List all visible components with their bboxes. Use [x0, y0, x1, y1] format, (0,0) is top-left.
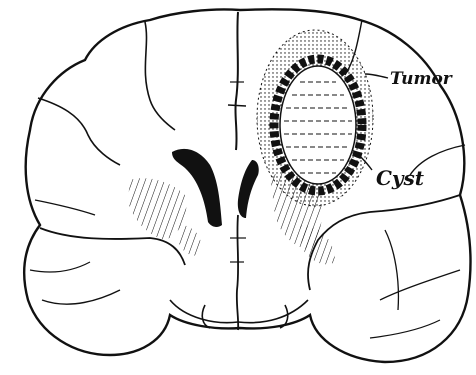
temporal-left-2 — [30, 262, 90, 272]
ventricle-right — [238, 160, 259, 218]
tumor-rim-inner — [280, 66, 356, 184]
longitudinal-fissure — [235, 12, 238, 150]
sulcus-left-mid — [38, 98, 120, 165]
midline-lower — [237, 215, 238, 330]
right-fold — [385, 230, 398, 310]
temporal-right — [380, 270, 460, 300]
temporal-right-2 — [370, 320, 440, 338]
sulcus-left-upper — [145, 22, 175, 130]
tumor-label: Tumor — [390, 69, 453, 89]
hatch-right-2 — [300, 225, 335, 264]
cyst-label: Cyst — [376, 166, 425, 190]
hatch-left-low — [178, 225, 201, 256]
sylvian-right — [308, 195, 460, 290]
sulcus-left-low — [35, 200, 95, 215]
temporal-left — [42, 290, 120, 304]
basal-left — [202, 305, 210, 328]
hatch-left — [128, 178, 186, 240]
tumor-leader-line — [365, 74, 388, 78]
